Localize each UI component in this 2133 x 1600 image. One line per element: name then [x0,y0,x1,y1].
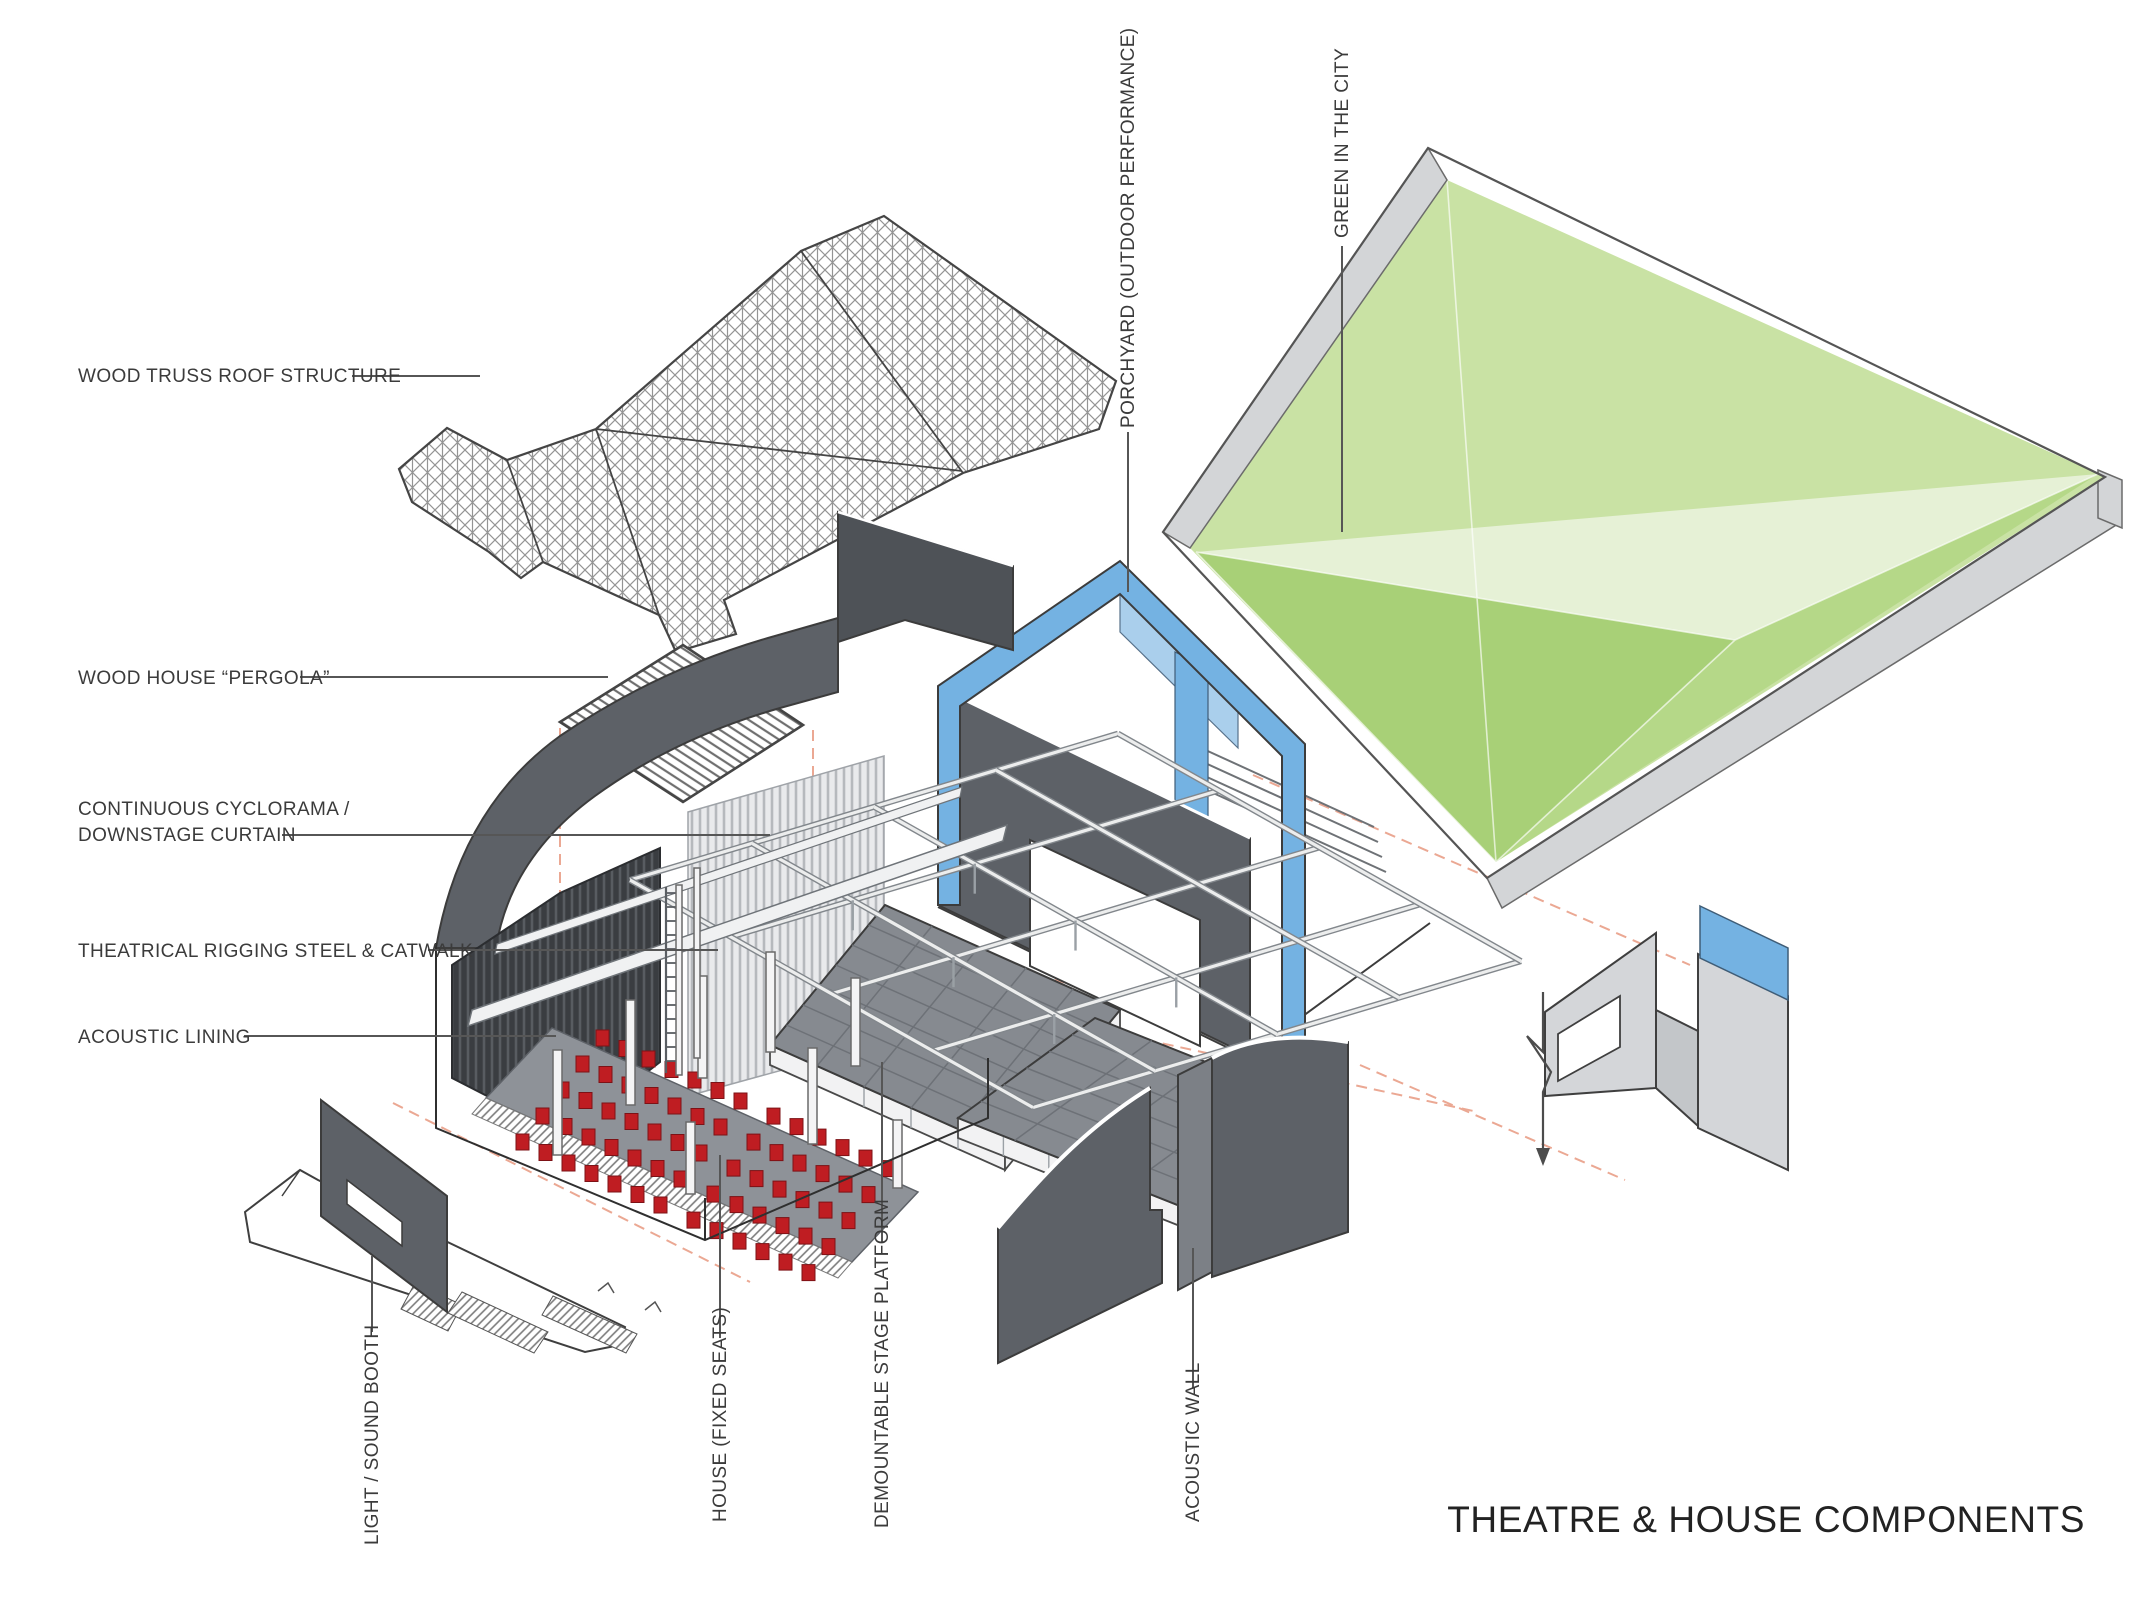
house-columns [552,867,903,1195]
green-roof-facet-left [1196,552,1735,862]
truss-fold-lines [506,250,964,616]
theatre-back-right-wall [837,510,1014,652]
break-line-arrowhead [1536,1148,1550,1166]
catwalk-beams [466,786,1009,1028]
leader-lines [244,246,1343,1388]
light-sound-booth [243,1097,662,1354]
label-house-fixed-seats: HOUSE (FIXED SEATS) [710,1307,731,1522]
green-roof-fold-lines [1195,179,2099,864]
green-roof-facet-right [1496,474,2098,862]
stair-direction-marks [597,1281,662,1313]
house-entry-stair-hatch [541,1295,638,1354]
green-roof [1161,146,2123,910]
label-pergola: WOOD HOUSE “PERGOLA” [78,668,330,689]
booth-stair-hatch [447,1291,549,1354]
acoustic-wall-right-segment [1211,1036,1349,1279]
wall-connector [1655,1008,1699,1129]
theatre-back-right-wall-top-edge [837,510,1014,568]
green-roof-corner-fascia [2097,468,2123,530]
green-roof-facet-pale [1196,474,2098,640]
theatre-house [434,510,1523,1282]
label-light-sound-booth: LIGHT / SOUND BOOTH [362,1325,383,1546]
break-line-mark [1526,992,1553,1150]
label-wood-truss: WOOD TRUSS ROOF STRUCTURE [78,366,401,387]
theatre-left-wall [434,616,839,949]
component-labels: WOOD TRUSS ROOF STRUCTURE WOOD HOUSE “PE… [78,28,1353,1546]
booth-window-slot [346,1178,403,1248]
label-stage-platform: DEMOUNTABLE STAGE PLATFORM [872,1199,893,1528]
porchyard-side-wall-top-edge [939,686,1251,840]
label-acoustic-lining: ACOUSTIC LINING [78,1027,251,1048]
wood-truss-roof-structure [397,214,1118,654]
page-title: THEATRE & HOUSE COMPONENTS [1447,1499,2085,1540]
window-opening [1557,994,1621,1083]
green-roof-outline [1161,146,2108,880]
label-porchyard: PORCHYARD (OUTDOOR PERFORMANCE) [1118,28,1139,429]
corner-blue-panel [1699,904,1789,1002]
label-rigging: THEATRICAL RIGGING STEEL & CATWALK [78,941,473,962]
acoustic-wall-post [1177,1056,1213,1292]
booth-wall [320,1097,448,1315]
label-acoustic-wall: ACOUSTIC WALL [1183,1362,1204,1522]
house-volume-wireframe [435,943,989,1242]
label-cyclorama-line1: CONTINUOUS CYCLORAMA / [78,799,350,820]
label-green-in-the-city: GREEN IN THE CITY [1332,48,1353,238]
exterior-wall-piece [1526,904,1789,1172]
acoustic-wall [996,1035,1349,1365]
label-cyclorama-line2: DOWNSTAGE CURTAIN [78,825,296,846]
